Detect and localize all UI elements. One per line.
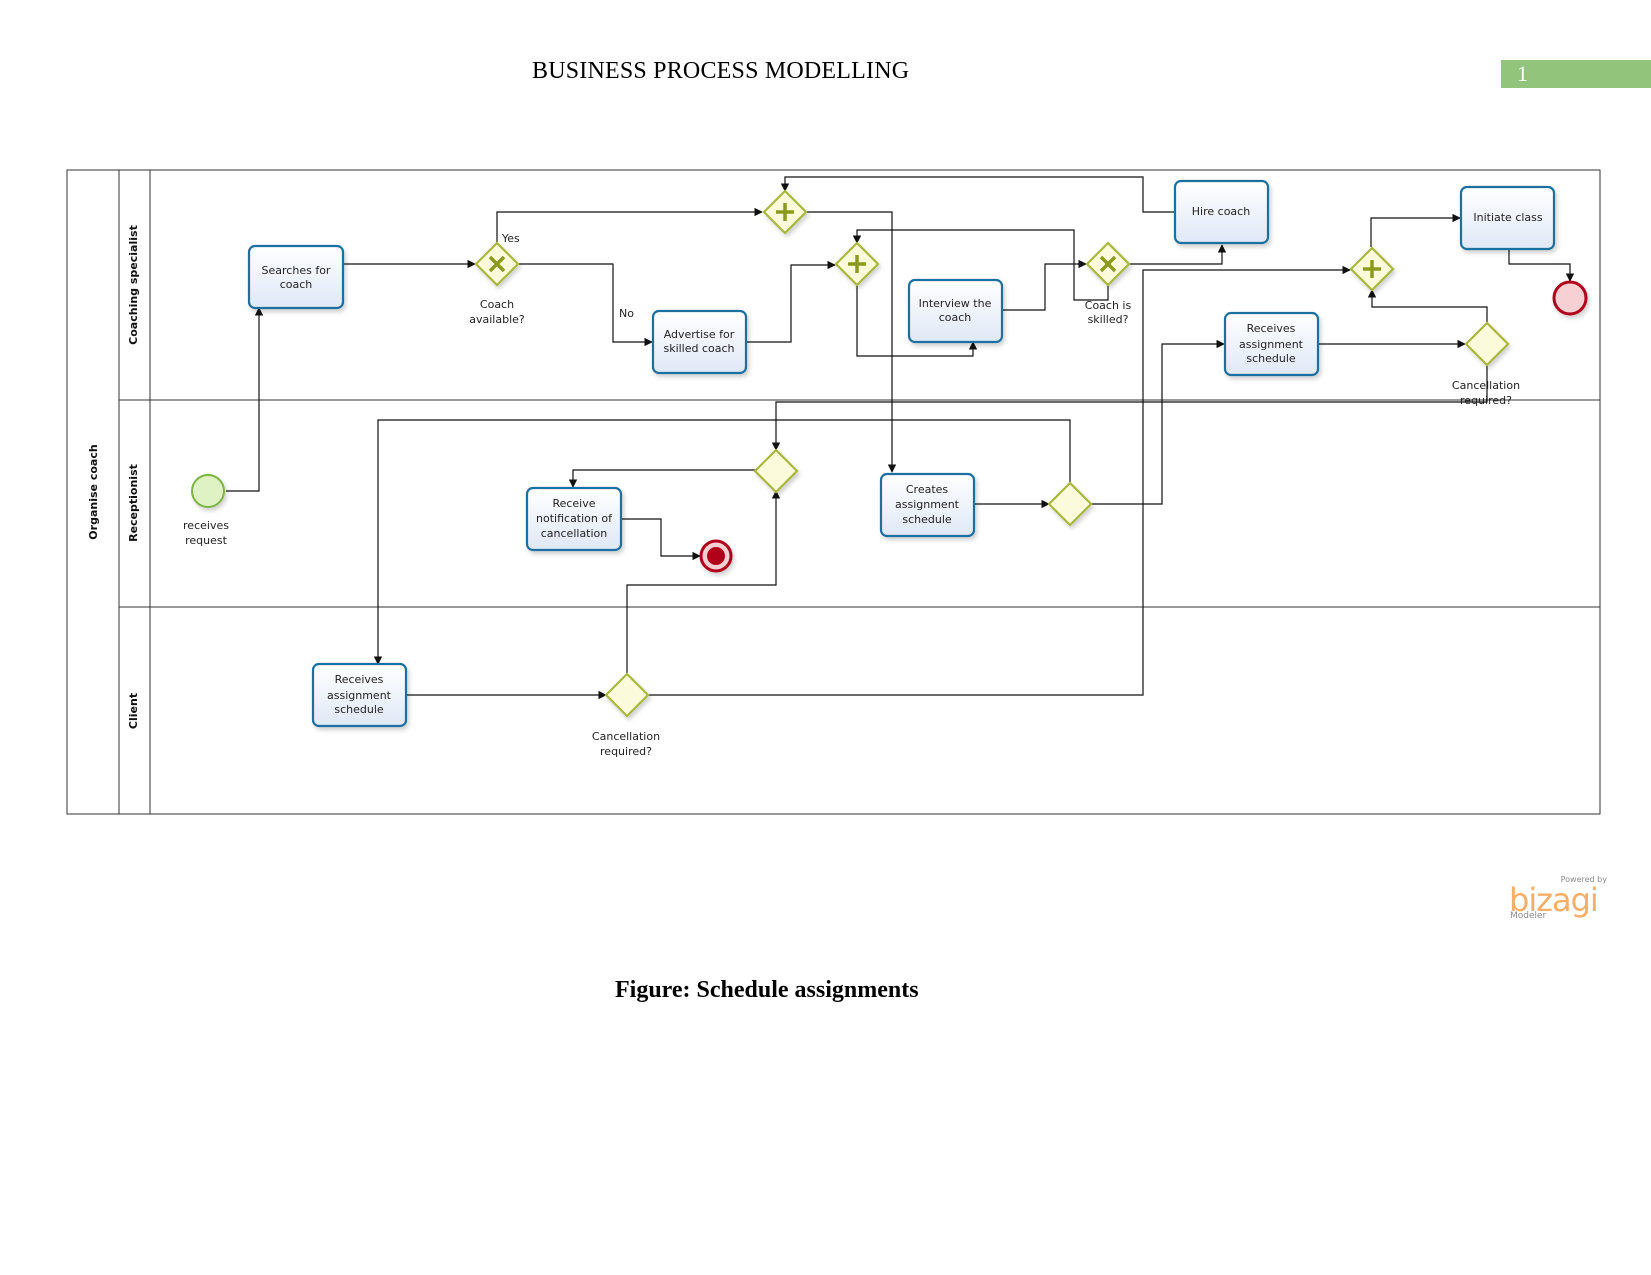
task-creates-assignment-schedule: Creates assignment schedule	[879, 472, 976, 538]
x-marker-icon	[1099, 255, 1117, 273]
exclusive-gateway-coach-available	[474, 241, 520, 287]
task-advertise-for-skilled-coach: Advertise for skilled coach	[651, 309, 748, 375]
event-label-line: request	[185, 534, 228, 547]
pool-label: Organise coach	[87, 444, 100, 539]
gateway-label-line: available?	[469, 313, 525, 326]
sequence-flows	[226, 176, 1575, 700]
task-interview-the-coach: Interview the coach	[907, 278, 1004, 344]
lane-label-coaching-specialist: Coaching specialist	[127, 225, 140, 345]
task-label-line: Receives	[335, 673, 384, 686]
task-label-line: assignment	[895, 498, 960, 511]
pool: Organise coach Coaching specialist Recep…	[66, 169, 1601, 815]
figure-caption: Figure: Schedule assignments	[615, 977, 919, 1003]
gateway-label-line: skilled?	[1088, 313, 1129, 326]
start-event	[191, 474, 225, 508]
gateway-cancellation-client	[604, 672, 650, 718]
task-label-line: Searches for	[262, 264, 331, 277]
task-label-line: skilled coach	[663, 342, 734, 355]
gateway-after-creates-schedule	[1047, 481, 1093, 527]
exclusive-gateway-coach-skilled	[1085, 241, 1131, 287]
task-searches-for-coach: Searches for coach	[247, 244, 345, 310]
flow-label-yes: Yes	[501, 232, 520, 245]
page-header-title: BUSINESS PROCESS MODELLING	[532, 58, 910, 84]
event-label-line: receives	[183, 519, 229, 532]
gateway-label-line: required?	[1460, 394, 1512, 407]
logo-powered-by: Powered by	[1560, 875, 1607, 884]
gateway-label-line: Coach is	[1085, 299, 1132, 312]
parallel-gateway-top	[762, 189, 808, 235]
task-initiate-class: Initiate class	[1459, 185, 1556, 251]
parallel-gateway-initiate	[1349, 246, 1395, 292]
task-label-line: schedule	[334, 703, 384, 716]
task-receives-assignment-schedule-coaching-specialist: Receives assignment schedule	[1223, 311, 1320, 377]
task-label-line: Interview the	[919, 297, 992, 310]
plus-marker-icon	[848, 255, 866, 273]
parallel-gateway-join	[834, 241, 880, 287]
page-number-badge: 1	[1501, 60, 1651, 88]
task-label-line: assignment	[1239, 338, 1304, 351]
end-event-terminate	[699, 539, 733, 573]
task-label-line: Receives	[1247, 322, 1296, 335]
flow-label-no: No	[619, 307, 634, 320]
plus-marker-icon	[1363, 260, 1381, 278]
task-label-line: Initiate class	[1473, 211, 1543, 224]
task-label-line: Hire coach	[1192, 205, 1250, 218]
task-label-line: Receive	[552, 497, 595, 510]
gateway-label-line: Cancellation	[592, 730, 660, 743]
task-label-line: assignment	[327, 689, 392, 702]
task-receives-assignment-schedule-client: Receives assignment schedule	[311, 662, 408, 728]
logo-brand: bizagi	[1509, 881, 1599, 919]
gateway-label-line: Cancellation	[1452, 379, 1520, 392]
task-label-line: coach	[939, 311, 972, 324]
task-receive-notification-of-cancellation: Receive notification of cancellation	[525, 486, 623, 552]
task-label-line: notification of	[536, 512, 613, 525]
logo-product: Modeler	[1510, 911, 1547, 921]
plus-marker-icon	[776, 203, 794, 221]
gateway-receptionist-merge	[753, 448, 799, 494]
gateway-label-line: required?	[600, 745, 652, 758]
task-label-line: schedule	[1246, 352, 1296, 365]
end-event	[1552, 280, 1588, 316]
task-label-line: coach	[280, 278, 313, 291]
task-hire-coach: Hire coach	[1173, 179, 1270, 245]
task-label-line: Advertise for	[664, 328, 735, 341]
gateway-label-line: Coach	[480, 298, 514, 311]
task-label-line: cancellation	[541, 527, 608, 540]
x-marker-icon	[488, 255, 506, 273]
task-label-line: schedule	[902, 513, 952, 526]
lane-label-client: Client	[127, 693, 140, 729]
lane-label-receptionist: Receptionist	[127, 464, 140, 542]
gateway-cancellation-coaching-specialist	[1464, 321, 1510, 367]
task-label-line: Creates	[906, 483, 949, 496]
bizagi-logo: Powered by bizagi Modeler	[1505, 875, 1615, 923]
